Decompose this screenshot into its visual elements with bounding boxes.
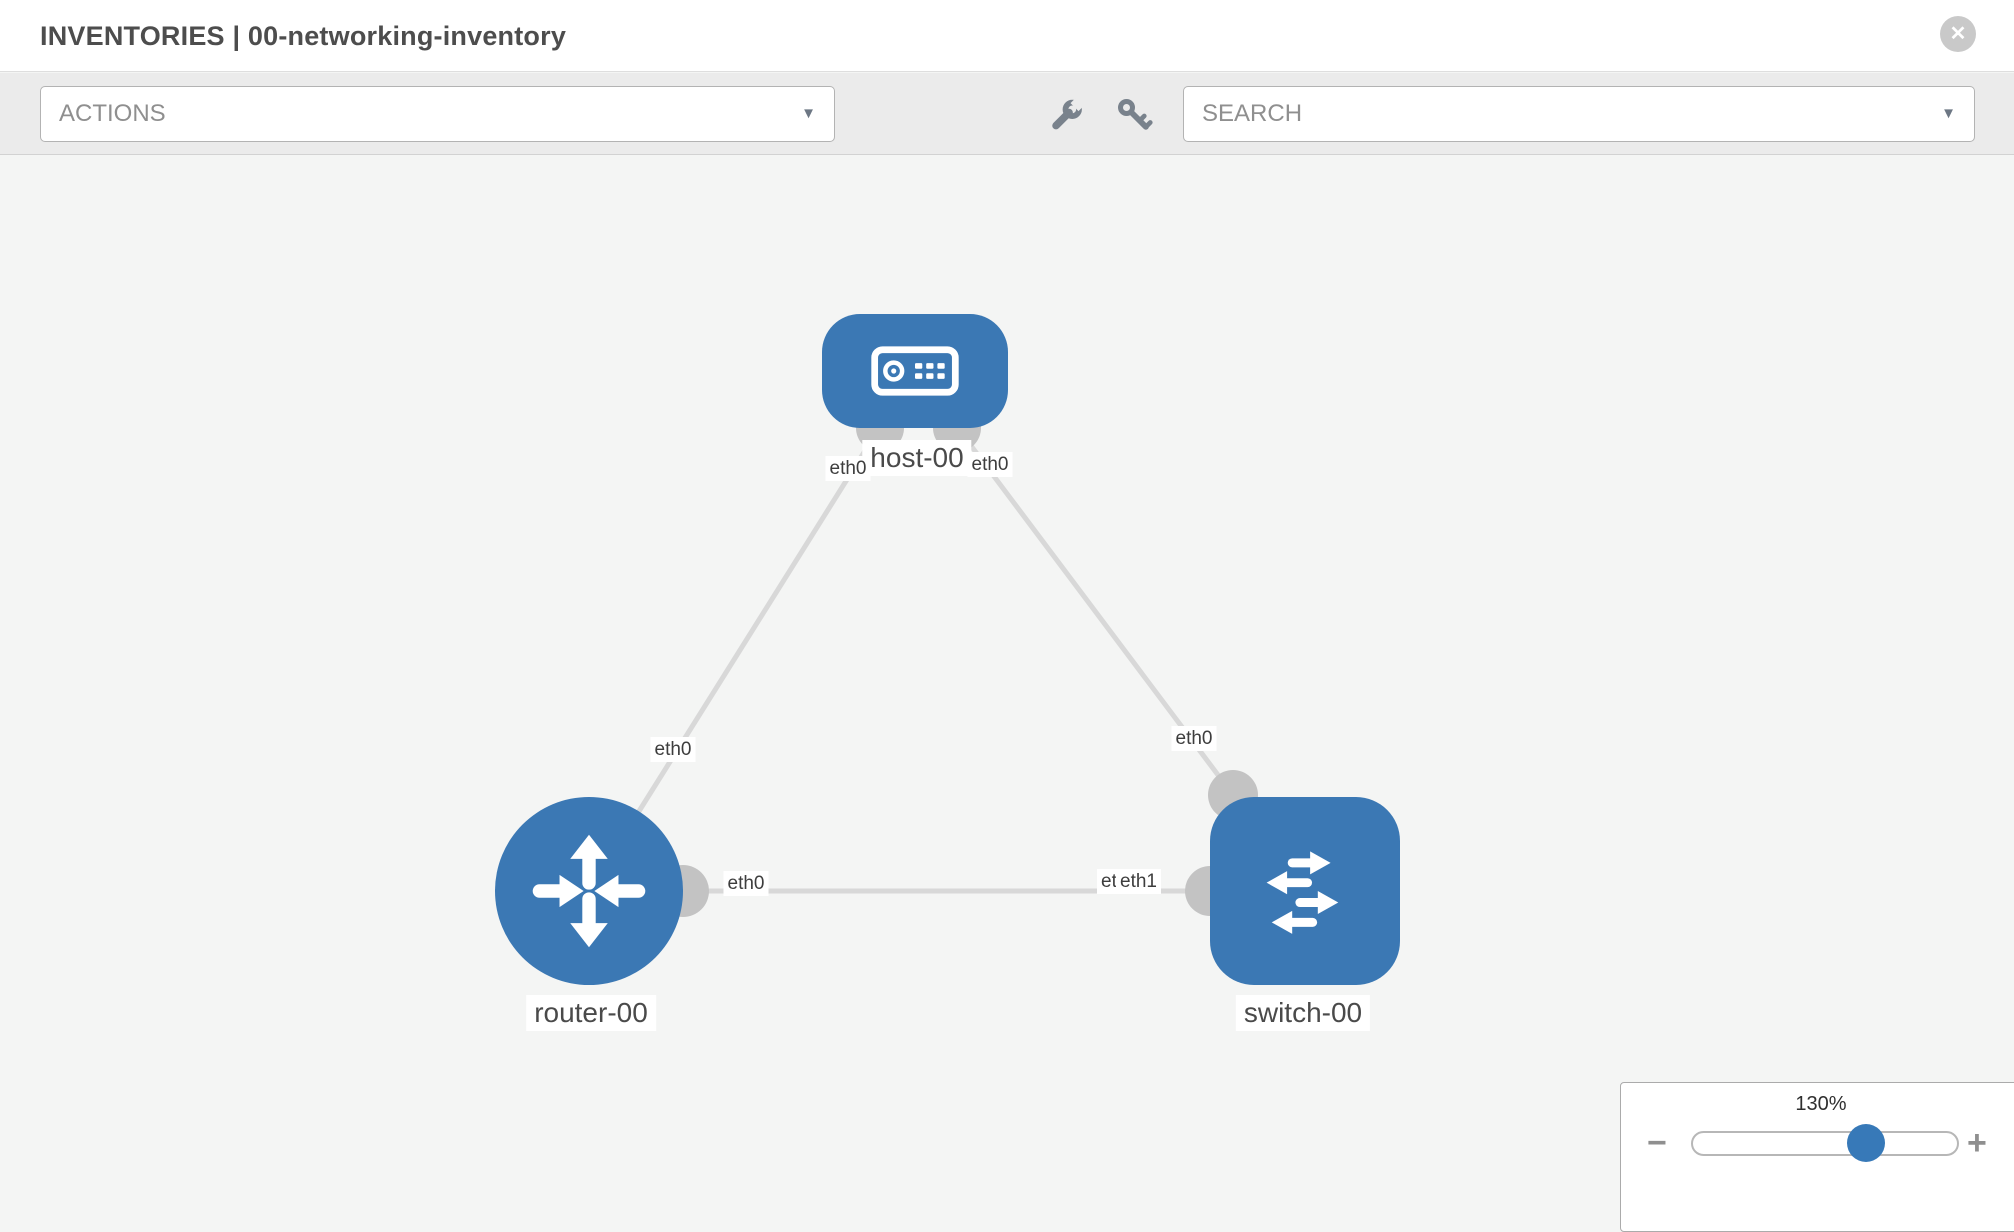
toolbar: ACTIONS ▼ SEARCH ▼ [0,73,2014,155]
interface-label: eth0 [1171,726,1217,751]
zoom-panel: 130% − + [1620,1082,2014,1232]
chevron-down-icon: ▼ [1941,105,1956,122]
zoom-level-value: 130% [1795,1093,1847,1115]
node-label-switch: switch-00 [1235,995,1371,1031]
switch-icon [1266,851,1339,934]
header: INVENTORIES | 00-networking-inventory ✕ [0,0,2014,72]
actions-dropdown-label: ACTIONS [59,100,166,127]
zoom-slider-track[interactable] [1691,1124,1959,1162]
actions-dropdown[interactable]: ACTIONS ▼ [40,86,835,142]
interface-label: eth0 [967,452,1013,477]
interface-label: eth0 [825,456,871,481]
search-dropdown-label: SEARCH [1202,100,1303,127]
zoom-out-button[interactable]: − [1647,1124,1667,1162]
page-title: INVENTORIES | 00-networking-inventory [40,21,567,51]
host-icon [871,346,959,396]
node-router-00[interactable] [495,797,683,985]
wrench-icon[interactable] [1046,95,1086,135]
interface-label: eth0 [650,737,696,762]
node-label-host: host-00 [862,440,972,476]
zoom-slider-knob[interactable] [1847,1124,1885,1162]
search-dropdown[interactable]: SEARCH ▼ [1183,86,1975,142]
node-switch-00[interactable] [1210,797,1400,985]
interface-label: eth1 [1116,869,1161,894]
chevron-down-icon: ▼ [801,105,816,122]
key-icon[interactable] [1114,95,1154,135]
zoom-in-button[interactable]: + [1967,1124,1987,1162]
topology-edges [586,369,1307,917]
node-label-router: router-00 [526,995,656,1031]
topology-canvas[interactable] [0,156,2014,1200]
interface-label: eth0 [723,871,769,896]
node-host-00[interactable] [822,314,1008,428]
router-icon [532,834,646,948]
close-icon[interactable]: ✕ [1940,16,1976,52]
